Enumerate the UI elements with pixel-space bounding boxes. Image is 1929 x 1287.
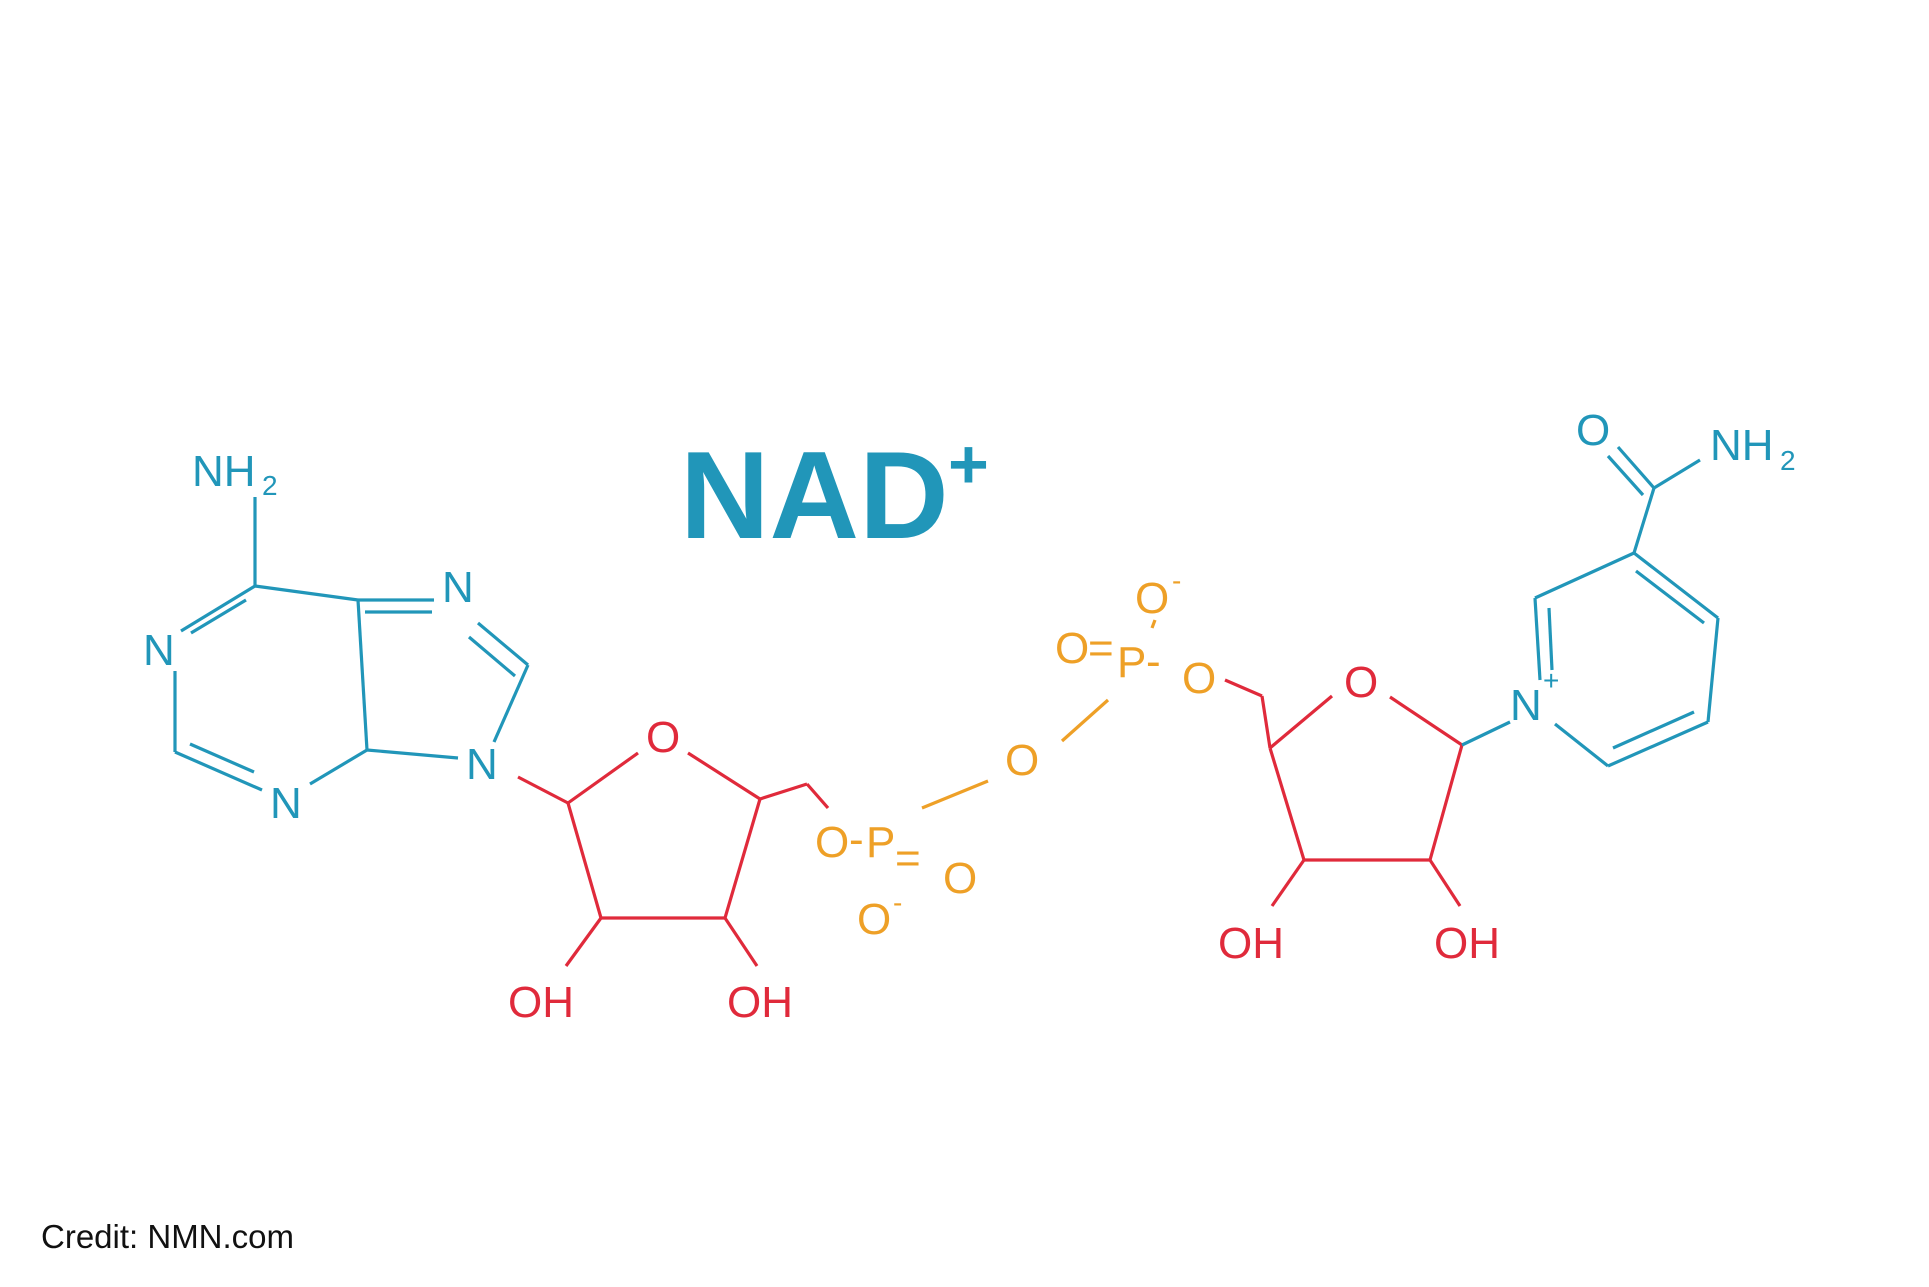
ribose1-oh-right: OH (727, 978, 793, 1027)
molecule-title-charge: + (948, 425, 989, 503)
amide-oxygen: O (1576, 406, 1610, 455)
amide-nh2-label: NH (1710, 421, 1774, 470)
ribose2-bonds (1224, 678, 1464, 907)
phosphate2-eq: = (1088, 624, 1114, 673)
bridge-bonds (1060, 698, 1110, 743)
ribose1-ring-oxygen: O (646, 713, 680, 762)
phosphate2-p: P (1117, 638, 1146, 687)
ribose1-bonds (517, 751, 830, 967)
nicotinamide-n-label: N (1510, 681, 1542, 730)
ribose2-oh-left: OH (1218, 919, 1284, 968)
adenine-n9-label: N (466, 740, 498, 789)
phosphate2-minus-charge: - (1172, 565, 1181, 596)
bridge-oxygen: O (1005, 736, 1039, 785)
adenine-n1-label: N (143, 626, 175, 675)
phosphate2-dash: - (1146, 637, 1161, 686)
nicotinamide-bonds (1461, 445, 1720, 768)
ribose2-oh-right: OH (1434, 919, 1500, 968)
adenine-nh2-label: NH (192, 447, 256, 496)
molecule-title: NAD (680, 427, 949, 565)
phosphate2-o-link: O (1182, 654, 1216, 703)
amide-nh2-subscript: 2 (1780, 445, 1796, 476)
image-credit: Credit: NMN.com (41, 1218, 294, 1255)
adenine-n7-label: N (442, 563, 474, 612)
phosphate1-o-link: O (815, 818, 849, 867)
nicotinamide-n-charge: + (1543, 665, 1559, 696)
phosphate1-o-minus: O (857, 895, 891, 944)
phosphate1-eq: = (895, 834, 921, 883)
phosphate1-o-double: O (943, 854, 977, 903)
phosphate1-dash: - (849, 815, 864, 864)
phosphate2-o-minus: O (1135, 574, 1169, 623)
ribose1-oh-left: OH (508, 978, 574, 1027)
adenine-n3-label: N (270, 779, 302, 828)
phosphate2-o-double: O (1055, 624, 1089, 673)
adenine-nh2-subscript: 2 (262, 470, 278, 501)
phosphate1-p: P (866, 818, 895, 867)
phosphate1-bonds (921, 779, 989, 810)
phosphate1-minus-charge: - (893, 887, 902, 918)
adenine-bonds (173, 497, 530, 792)
ribose2-ring-oxygen: O (1344, 658, 1378, 707)
phosphate2-bonds (1150, 619, 1157, 629)
